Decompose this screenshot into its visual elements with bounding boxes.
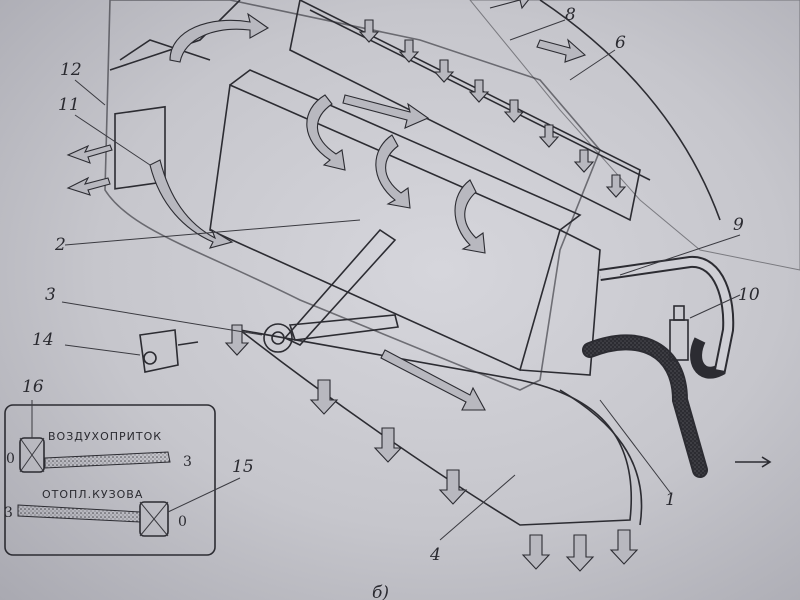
- callout-8: 8: [565, 5, 576, 25]
- callout-1: 1: [665, 490, 676, 510]
- leader-lines: [61, 19, 741, 541]
- callout-11: 11: [58, 95, 80, 115]
- callout-numbers: 2 3 14 4 1 6 8 9 10 11 12 16 15: [22, 5, 760, 565]
- callout-15: 15: [232, 457, 254, 477]
- tap-fitting: [139, 329, 199, 373]
- callout-6: 6: [615, 33, 626, 53]
- windshield: [469, 0, 800, 271]
- air-inlet-scale-min: 0: [6, 451, 15, 467]
- heater-pipes: [582, 256, 772, 478]
- heating-slider-track: [17, 504, 141, 523]
- air-inlet-scale-max: 3: [183, 454, 192, 470]
- heating-scale-min: 3: [4, 505, 13, 521]
- control-lever: [263, 228, 399, 353]
- callout-9: 9: [733, 215, 744, 235]
- callout-16: 16: [22, 377, 44, 397]
- heating-knob: [139, 501, 169, 537]
- air-inlet-slider-track: [44, 451, 171, 469]
- radiator-core: [209, 69, 601, 376]
- airflow-arrows-core: [306, 94, 486, 254]
- valve: [669, 305, 689, 361]
- airflow-arrows-down: [224, 324, 639, 572]
- callout-14: 14: [32, 330, 54, 350]
- duct-nozzle-arrows: [358, 0, 627, 198]
- callout-12: 12: [60, 60, 82, 80]
- callout-10: 10: [738, 285, 760, 305]
- control-panel: ВОЗДУХОПРИТОК 0 3 ОТОПЛ.КУЗОВА 3 0: [4, 400, 241, 556]
- callout-3: 3: [45, 285, 56, 305]
- figure-caption: б): [372, 583, 389, 600]
- airflow-arrows-left: [66, 12, 270, 249]
- heating-label: ОТОПЛ.КУЗОВА: [42, 488, 143, 501]
- callout-2: 2: [54, 235, 66, 255]
- air-inlet-label: ВОЗДУХОПРИТОК: [48, 430, 162, 443]
- air-inlet-knob: [19, 437, 45, 473]
- lower-casing: [239, 329, 643, 526]
- heating-scale-max: 0: [178, 514, 187, 530]
- callout-4: 4: [429, 545, 441, 565]
- heater-housing: [104, 0, 601, 391]
